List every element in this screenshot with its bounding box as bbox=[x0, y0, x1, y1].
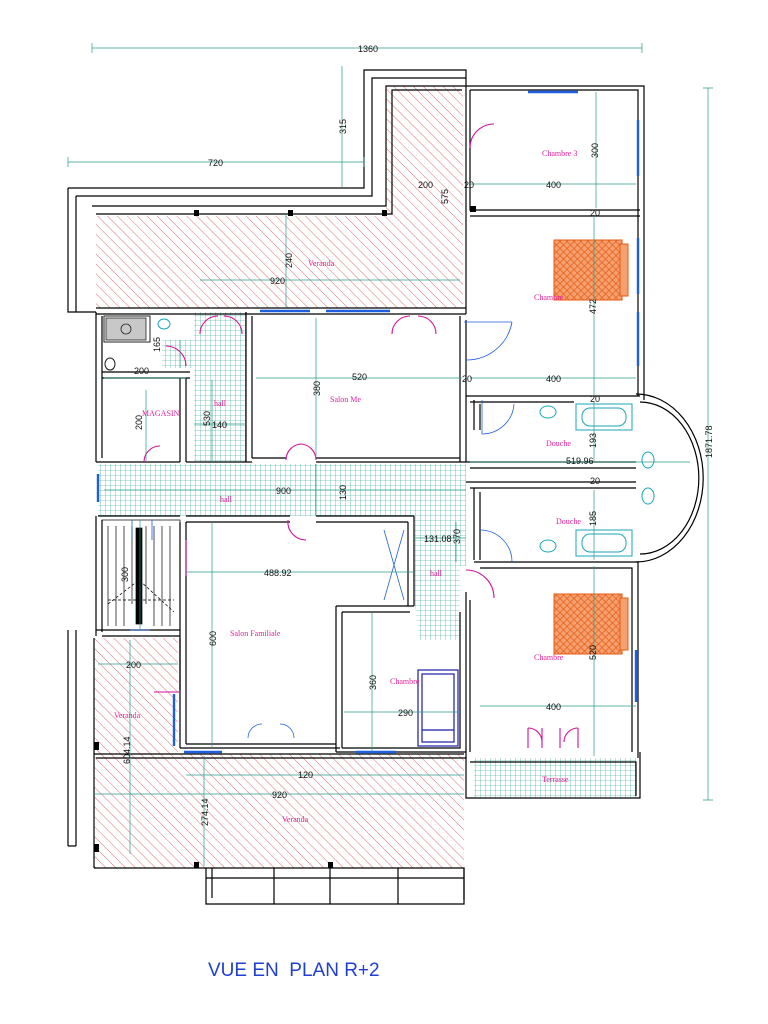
dim-chambre-bottom-w: 400 bbox=[546, 702, 561, 712]
dim-20-a: 20 bbox=[464, 180, 474, 190]
dim-200-left: 200 bbox=[126, 660, 141, 670]
label-terrasse: Terrasse bbox=[542, 775, 569, 784]
label-chambre-3: Chambre 3 bbox=[542, 149, 577, 158]
dim-veranda-bottom-w: 920 bbox=[272, 790, 287, 800]
dimension-lines bbox=[67, 43, 713, 866]
dim-veranda-bottom-h: 274.14 bbox=[200, 798, 210, 826]
dim-veranda-step: 315 bbox=[338, 119, 348, 134]
columns bbox=[94, 206, 476, 868]
dim-douche-w: 519.96 bbox=[566, 456, 594, 466]
dim-chambre-mid-w: 290 bbox=[398, 708, 413, 718]
dim-200-wc: 200 bbox=[134, 366, 149, 376]
dim-530: 530 bbox=[202, 411, 212, 426]
plan-caption: VUE EN PLAN R+2 bbox=[208, 960, 380, 981]
dim-familiale-w: 488.92 bbox=[264, 568, 292, 578]
label-veranda-bottom: Veranda bbox=[282, 815, 309, 824]
dim-chambre3-h: 300 bbox=[590, 143, 600, 158]
dim-stair-h: 300 bbox=[120, 567, 130, 582]
dim-chambre3-w: 400 bbox=[546, 180, 561, 190]
veranda-top-area bbox=[96, 86, 463, 308]
dim-salon-w: 520 bbox=[352, 372, 367, 382]
dim-chambre-w: 400 bbox=[546, 374, 561, 384]
dim-douche-h: 193 bbox=[588, 433, 598, 448]
label-hall-right: hall bbox=[430, 569, 443, 578]
dim-overall-width: 1360 bbox=[358, 44, 378, 54]
veranda-bottom-area bbox=[94, 754, 464, 868]
dim-120: 120 bbox=[298, 770, 313, 780]
staircase bbox=[101, 519, 181, 631]
label-salon-familiale: Salon Familiale bbox=[230, 629, 281, 638]
label-magasin: MAGASIN bbox=[142, 409, 180, 418]
label-chambre-bottom: Chambre bbox=[534, 653, 564, 662]
dim-131: 131.08 bbox=[424, 534, 452, 544]
dim-920-top: 920 bbox=[270, 276, 285, 286]
dim-240: 240 bbox=[284, 253, 294, 268]
dim-hall-h: 130 bbox=[338, 485, 348, 500]
doors-plain bbox=[130, 321, 515, 739]
dim-520: 520 bbox=[588, 645, 598, 660]
shower-tray bbox=[105, 317, 147, 341]
dim-20-e: 20 bbox=[590, 476, 600, 486]
label-douche-top: Douche bbox=[546, 439, 571, 448]
dim-left-width: 720 bbox=[208, 158, 223, 168]
dim-575: 575 bbox=[440, 189, 450, 204]
label-hall-main: hall bbox=[220, 495, 233, 504]
room-labels: Chambre 3 Veranda Chambre Salon Me MAGAS… bbox=[114, 149, 581, 824]
label-hall-small: hall bbox=[214, 399, 227, 408]
label-douche-bottom: Douche bbox=[556, 517, 581, 526]
dim-hall-w: 900 bbox=[276, 486, 291, 496]
dim-chambre-mid-h: 360 bbox=[368, 675, 378, 690]
dim-20-b: 20 bbox=[590, 208, 600, 218]
dim-200-top: 200 bbox=[418, 180, 433, 190]
fixtures bbox=[103, 315, 655, 557]
dim-salon-h: 380 bbox=[312, 381, 322, 396]
dim-veranda-left-h: 604.14 bbox=[122, 736, 132, 764]
bed-top bbox=[553, 239, 629, 301]
hall-tiled-areas bbox=[98, 312, 636, 798]
veranda-left-area bbox=[94, 638, 178, 754]
label-salon-me: Salon Me bbox=[330, 395, 361, 404]
dim-overall-height: 1871.78 bbox=[704, 425, 714, 458]
windows bbox=[96, 90, 640, 754]
dim-140: 140 bbox=[212, 420, 227, 430]
dim-magasin-h: 200 bbox=[134, 415, 144, 430]
dim-165: 165 bbox=[152, 337, 162, 352]
dim-familiale-h: 600 bbox=[208, 631, 218, 646]
dim-370: 370 bbox=[452, 529, 462, 544]
label-veranda-top: Veranda bbox=[308, 259, 335, 268]
dim-chambre-h: 472 bbox=[588, 299, 598, 314]
bed-single bbox=[417, 669, 459, 747]
label-veranda-left: Veranda bbox=[114, 711, 141, 720]
dim-185: 185 bbox=[588, 511, 598, 526]
label-chambre-mid: Chambre bbox=[390, 677, 420, 686]
dim-20-c: 20 bbox=[462, 374, 472, 384]
bed-bottom bbox=[553, 593, 629, 655]
dim-20-d: 20 bbox=[590, 394, 600, 404]
label-chambre-top: Chambre bbox=[534, 293, 564, 302]
dimension-labels: 1360 1871.78 720 315 200 575 20 400 300 … bbox=[120, 44, 714, 826]
